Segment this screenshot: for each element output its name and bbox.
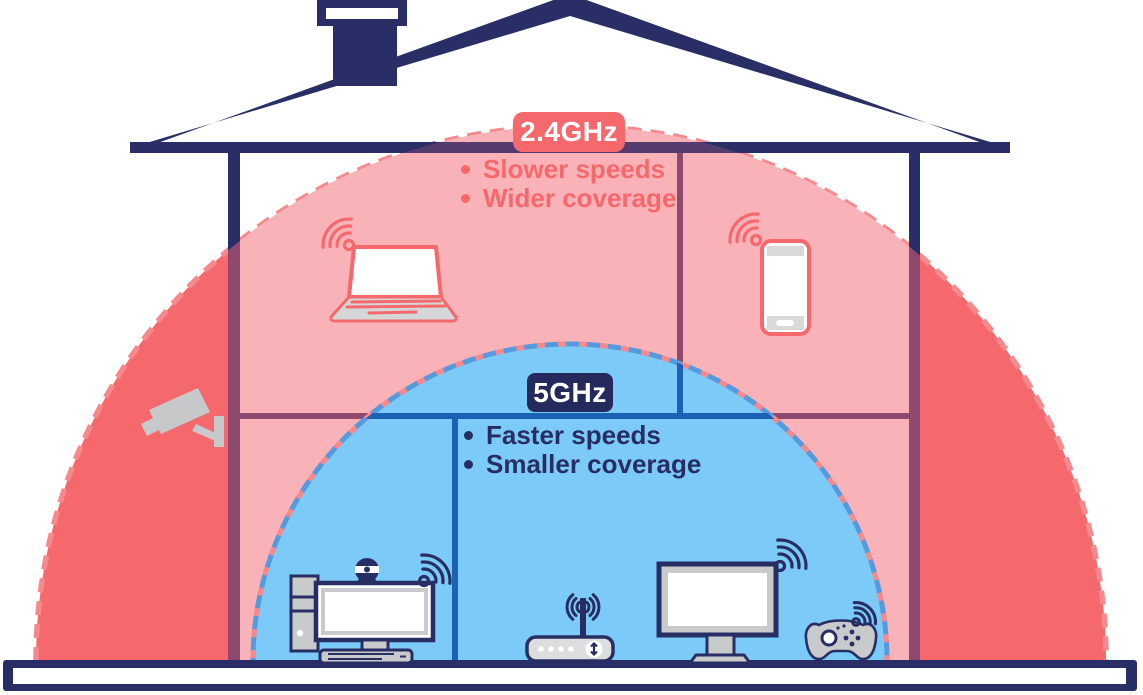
- bullet-dot: [464, 431, 473, 440]
- laptop-icon: [329, 245, 458, 323]
- bullet-text: Wider coverage: [483, 183, 677, 213]
- band-5ghz-badge: 5GHz: [527, 373, 613, 412]
- desktop-computer-icon: [289, 558, 436, 665]
- bullet-dot: [461, 194, 470, 203]
- wifi-router-icon: [525, 593, 615, 663]
- bullet-text: Faster speeds: [486, 420, 661, 450]
- floor: [3, 660, 1137, 691]
- bullet-dot: [464, 460, 473, 469]
- tv-monitor-icon: [656, 561, 779, 665]
- bullet-dot: [461, 165, 470, 174]
- house-structure-5ghz-tint: [253, 344, 887, 661]
- bullet-smaller-coverage: Smaller coverage: [455, 449, 702, 479]
- bullet-faster-speeds: Faster speeds: [455, 420, 701, 450]
- smartphone-icon: [760, 239, 811, 336]
- bullet-text: Smaller coverage: [486, 449, 702, 479]
- bullet-text: Slower speeds: [483, 154, 666, 184]
- bullet-slower-speeds: Slower speeds: [452, 154, 676, 184]
- band-5ghz-bullets: Faster speeds Smaller coverage: [455, 420, 702, 479]
- security-camera-icon: [141, 388, 224, 447]
- coverage-5ghz-border-outer: [250, 341, 890, 662]
- band-2-4ghz-badge: 2.4GHz: [513, 112, 625, 152]
- chimney: [317, 0, 407, 86]
- coverage-5ghz-border: [250, 341, 890, 662]
- bullet-wider-coverage: Wider coverage: [452, 183, 677, 213]
- band-2-4ghz-bullets: Slower speeds Wider coverage: [452, 154, 677, 213]
